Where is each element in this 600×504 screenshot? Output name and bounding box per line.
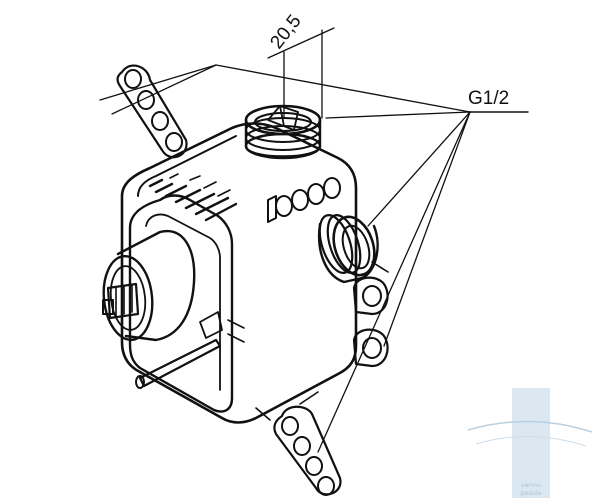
side-hole-4 bbox=[323, 177, 341, 199]
leader-right-lower bbox=[383, 111, 471, 347]
side-hole-2 bbox=[291, 189, 309, 211]
cartridge-ring bbox=[109, 265, 147, 331]
outlet-side bbox=[317, 214, 379, 284]
leader-top-left bbox=[215, 64, 471, 113]
spindle-tip bbox=[102, 299, 114, 315]
outlet-top-cartridge bbox=[267, 105, 299, 131]
outlet-side-body bbox=[317, 222, 379, 284]
outlet-top bbox=[244, 104, 322, 160]
mounting-lug-top bbox=[116, 64, 188, 159]
housing-shell bbox=[120, 122, 358, 424]
lower-rod bbox=[135, 311, 245, 389]
housing-frame-inner bbox=[137, 135, 237, 197]
rod-body bbox=[138, 338, 222, 388]
dimension-20-5: 20,5 bbox=[266, 11, 335, 119]
lug-bottom-hole-1 bbox=[281, 416, 299, 436]
leader-top-outlet bbox=[325, 111, 471, 119]
outlet-side-rim bbox=[332, 215, 376, 277]
front-frame-inner bbox=[145, 213, 221, 391]
outlet-side-thread-1 bbox=[318, 214, 354, 274]
printed-label-area bbox=[148, 173, 238, 222]
lug-hole-1 bbox=[124, 69, 142, 89]
watermark-text-2: pesule bbox=[520, 489, 541, 497]
cartridge-body bbox=[116, 229, 196, 342]
lug-bottom-hole-3 bbox=[305, 456, 323, 476]
lug-body-top bbox=[116, 64, 188, 159]
leader-side-outlet bbox=[367, 111, 471, 227]
leader-bottom bbox=[317, 111, 471, 453]
dimension-line bbox=[267, 27, 335, 59]
side-holes bbox=[267, 177, 341, 223]
front-frame bbox=[128, 194, 234, 413]
lug-right-hole-2 bbox=[362, 337, 382, 359]
leader-left-stub bbox=[99, 64, 217, 101]
lug-hole-4 bbox=[165, 132, 183, 152]
valve-housing bbox=[120, 122, 358, 424]
leader-left-stub-2 bbox=[111, 64, 217, 115]
spindle-stem bbox=[106, 282, 140, 320]
dimension-value: 20,5 bbox=[266, 11, 305, 53]
mounting-lug-bottom bbox=[255, 391, 342, 496]
watermark-text-1: vennu bbox=[521, 481, 541, 489]
watermark-swoosh-2 bbox=[475, 435, 587, 447]
lug-bottom-hole-4 bbox=[317, 476, 335, 496]
outlet-top-rim bbox=[244, 104, 322, 136]
lug-bottom-hole-2 bbox=[293, 436, 311, 456]
lug-hole-3 bbox=[151, 111, 169, 131]
outlet-top-bore bbox=[254, 112, 312, 132]
watermark-logo: vennu pesule bbox=[467, 388, 593, 498]
mounting-lug-right bbox=[352, 261, 389, 368]
side-hole-3 bbox=[307, 183, 325, 205]
thread-callout: G1/2 bbox=[99, 64, 529, 453]
watermark-bar bbox=[512, 388, 550, 498]
spindle-assembly bbox=[102, 229, 196, 342]
watermark-swoosh bbox=[467, 420, 593, 433]
lug-right-upper bbox=[352, 276, 389, 316]
lug-hole-2 bbox=[137, 90, 155, 110]
lug-right-lower bbox=[352, 328, 389, 368]
lug-right-hole-1 bbox=[362, 285, 382, 307]
outlet-side-bore bbox=[341, 224, 371, 270]
rod-end bbox=[135, 375, 145, 389]
thread-label: G1/2 bbox=[468, 88, 509, 109]
side-hole-1 bbox=[275, 195, 293, 217]
